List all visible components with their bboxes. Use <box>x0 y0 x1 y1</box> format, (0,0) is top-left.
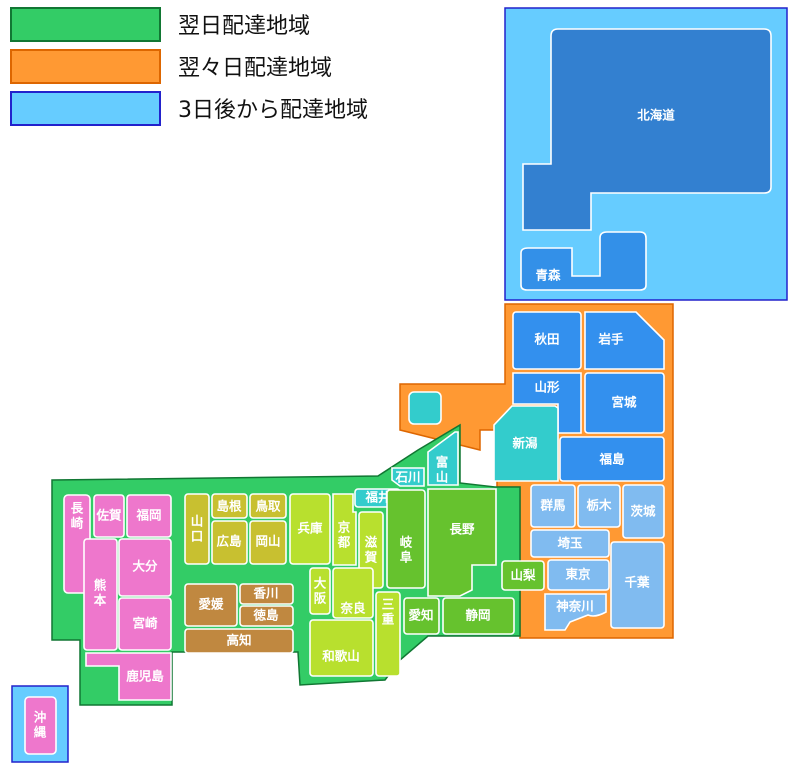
pref-okayama[interactable] <box>249 520 287 565</box>
pref-nagano[interactable] <box>427 488 497 597</box>
pref-hokkaido[interactable] <box>522 28 772 231</box>
pref-wakayama[interactable] <box>309 619 374 677</box>
legend: 翌日配達地域 翌々日配達地域 3日後から配達地域 <box>10 7 368 126</box>
pref-iwate[interactable] <box>584 311 665 370</box>
pref-aomori[interactable] <box>520 231 647 291</box>
pref-oita[interactable] <box>118 538 172 597</box>
pref-tottori[interactable] <box>249 493 287 519</box>
pref-nara[interactable] <box>332 567 374 619</box>
pref-mie[interactable] <box>375 591 401 677</box>
legend-swatch-day-after <box>10 49 161 84</box>
pref-osaka[interactable] <box>309 567 331 615</box>
pref-yamaguchi[interactable] <box>184 493 210 565</box>
pref-shizuoka[interactable] <box>442 597 515 635</box>
pref-ishikawa[interactable] <box>391 467 425 487</box>
legend-label-three-days: 3日後から配達地域 <box>178 98 368 123</box>
legend-item-day-after: 翌々日配達地域 <box>10 49 332 84</box>
legend-item-three-days: 3日後から配達地域 <box>10 91 368 126</box>
pref-fukushima[interactable] <box>559 436 665 482</box>
pref-kumamoto[interactable] <box>83 538 118 651</box>
legend-swatch-three-days <box>10 91 161 126</box>
legend-swatch-next-day <box>10 7 161 42</box>
pref-hyogo[interactable] <box>289 493 331 565</box>
pref-miyagi[interactable] <box>584 372 665 434</box>
pref-ehime[interactable] <box>184 583 238 627</box>
legend-label-next-day: 翌日配達地域 <box>178 14 310 39</box>
pref-gifu[interactable] <box>386 489 426 589</box>
legend-item-next-day: 翌日配達地域 <box>10 7 310 42</box>
pref-sado-island[interactable] <box>408 391 442 425</box>
pref-kochi[interactable] <box>184 628 294 654</box>
pref-hiroshima[interactable] <box>211 520 248 565</box>
legend-label-day-after: 翌々日配達地域 <box>178 56 332 81</box>
prefectures: 北海道 青森 秋田 岩手 山形 宮城 新潟 福島 群馬 栃木 茨城 埼玉 <box>24 28 772 755</box>
pref-chiba[interactable] <box>610 541 665 629</box>
pref-miyazaki[interactable] <box>118 597 172 651</box>
pref-kagawa[interactable] <box>239 583 294 605</box>
pref-toyama[interactable] <box>427 431 459 486</box>
pref-ibaraki[interactable] <box>622 484 665 539</box>
pref-aichi[interactable] <box>403 597 440 635</box>
pref-niigata[interactable] <box>493 405 559 482</box>
pref-tokyo[interactable] <box>547 559 610 591</box>
pref-yamanashi[interactable] <box>501 560 545 591</box>
pref-okinawa[interactable] <box>24 696 57 755</box>
pref-kagoshima[interactable] <box>85 652 172 701</box>
pref-kanagawa[interactable] <box>544 593 607 631</box>
pref-saitama[interactable] <box>530 529 610 558</box>
pref-kyoto[interactable] <box>332 493 357 566</box>
pref-saga[interactable] <box>93 494 125 538</box>
pref-akita[interactable] <box>512 311 582 370</box>
pref-tochigi[interactable] <box>577 484 621 528</box>
pref-tokushima[interactable] <box>239 605 294 627</box>
pref-fukuoka[interactable] <box>126 494 172 538</box>
pref-gunma[interactable] <box>530 484 576 528</box>
pref-shimane[interactable] <box>211 493 248 519</box>
